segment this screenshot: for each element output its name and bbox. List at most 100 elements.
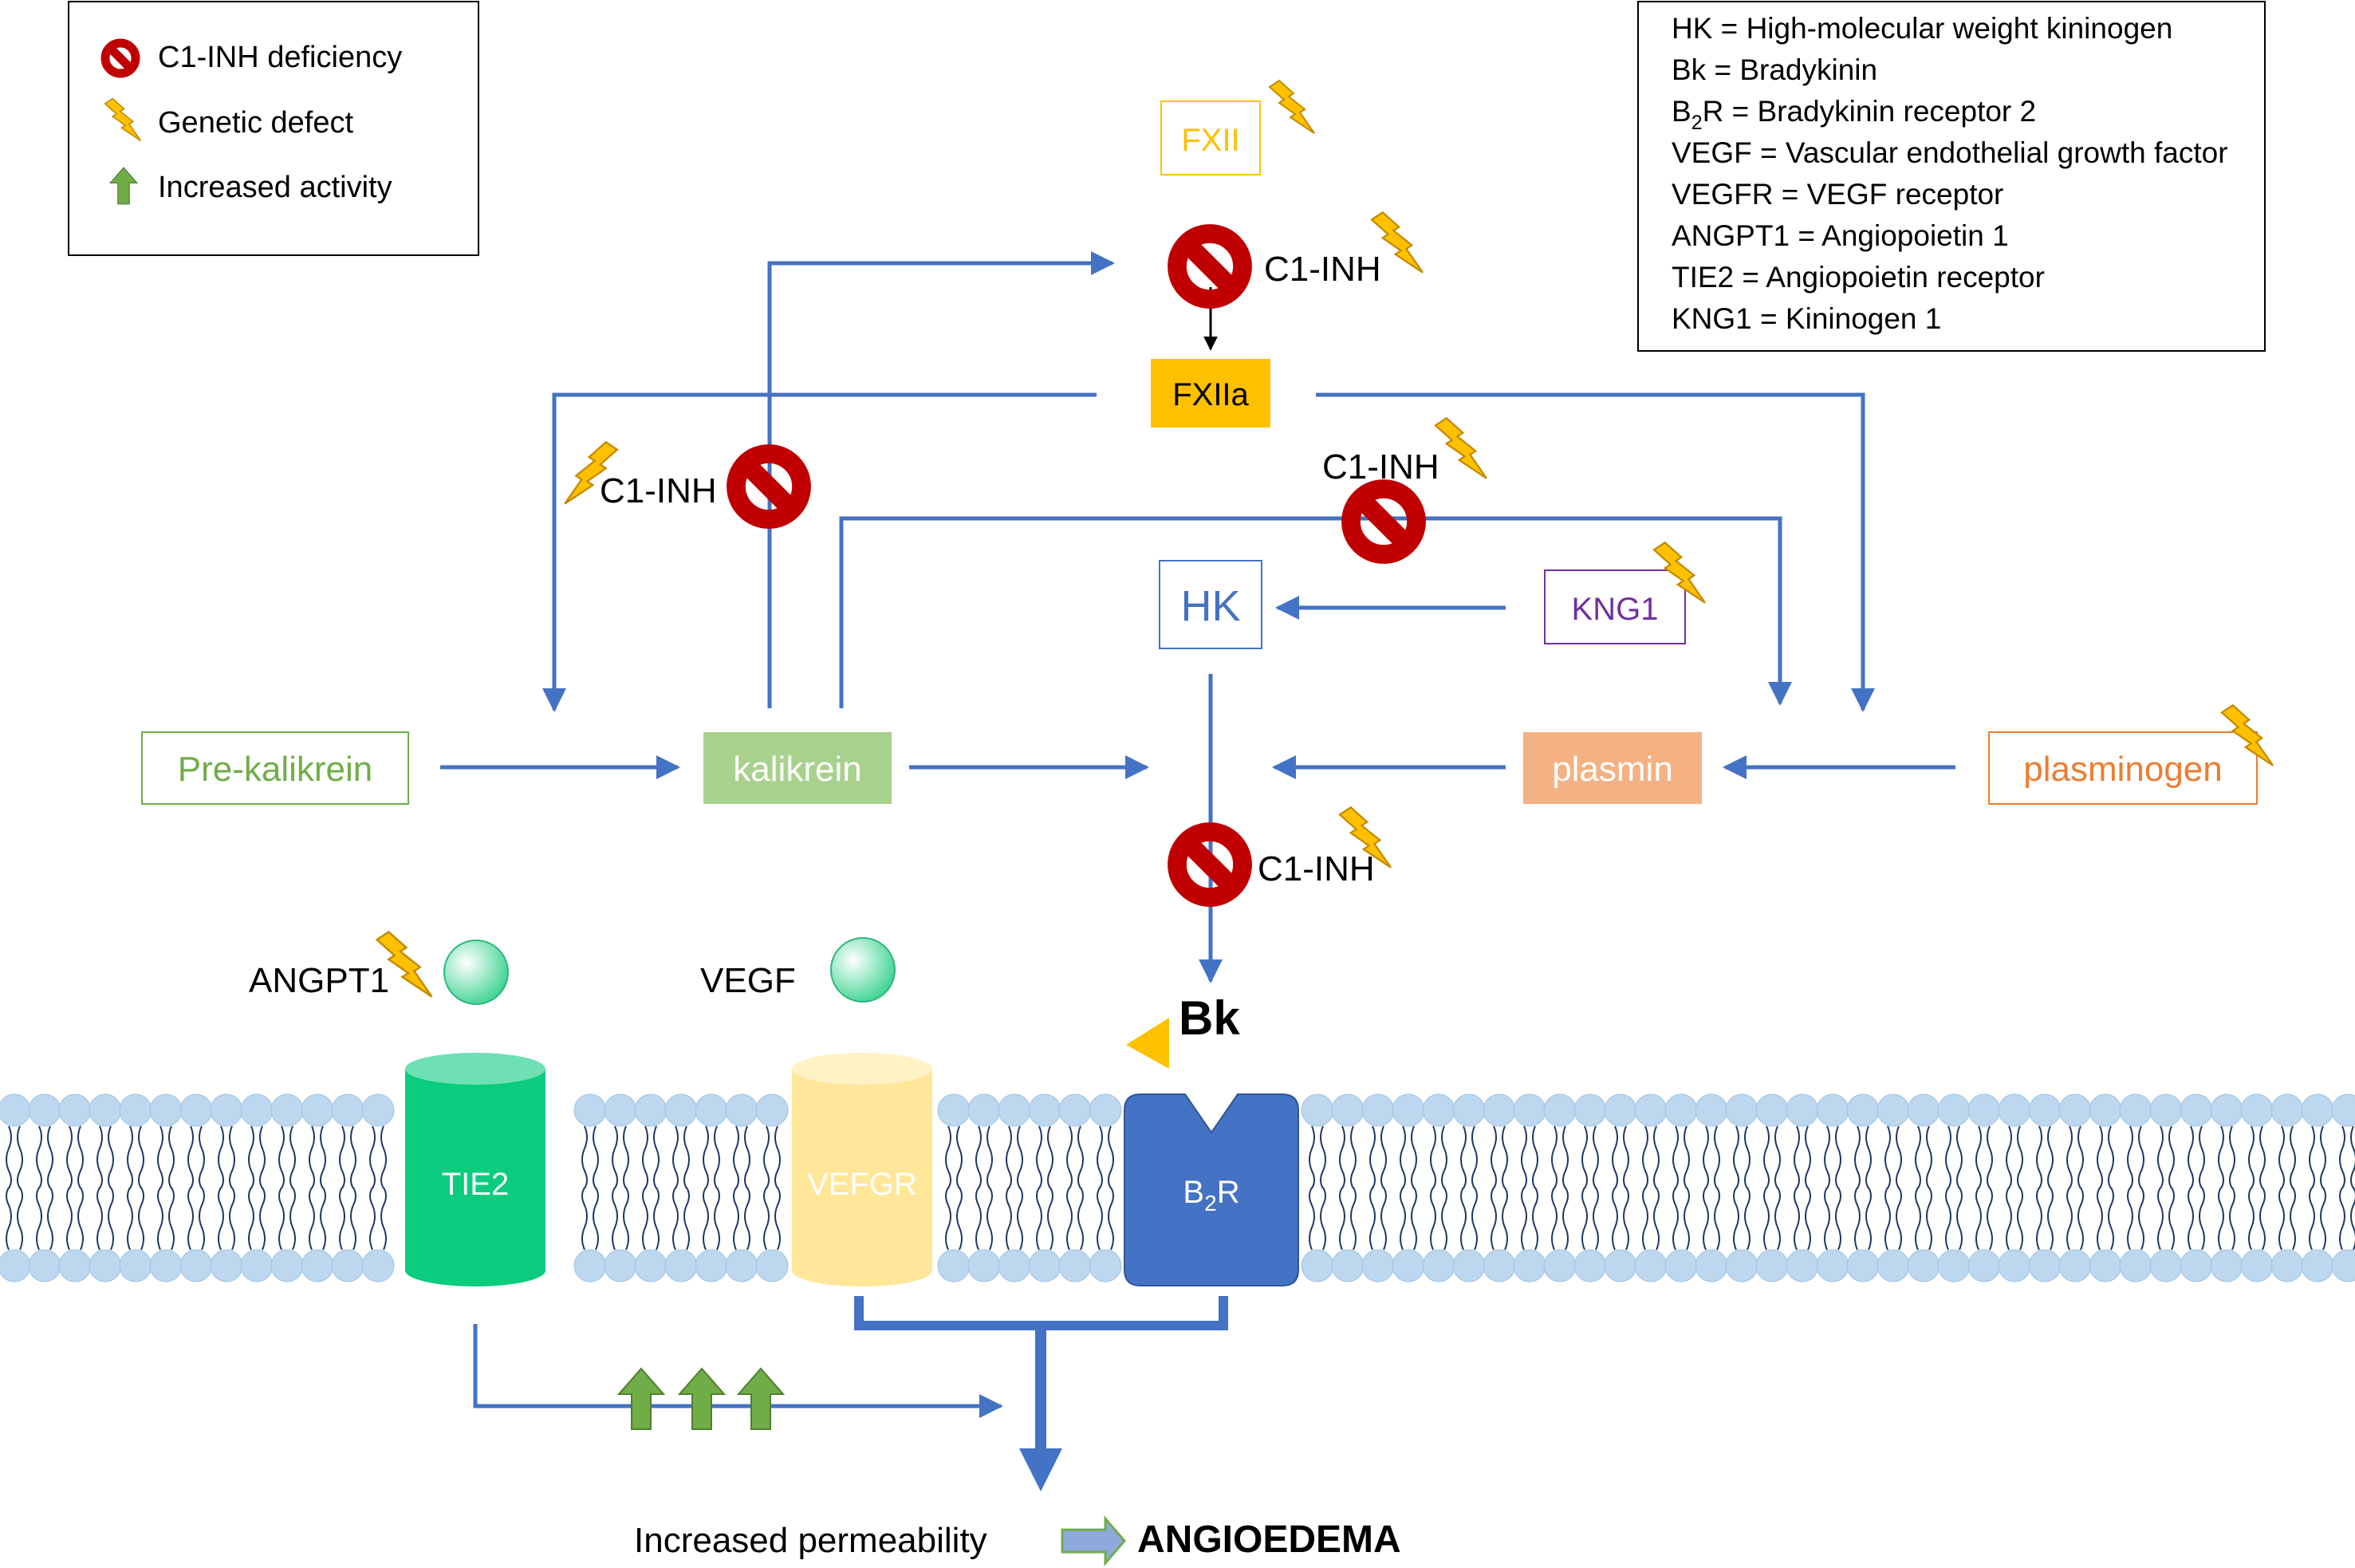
lipid-tail bbox=[1945, 1125, 1951, 1251]
lipid-head bbox=[2210, 1249, 2243, 1282]
lipid-head bbox=[179, 1249, 213, 1282]
legend-item-deficiency: C1-INH deficiency bbox=[105, 41, 402, 74]
lipid-head bbox=[634, 1093, 668, 1127]
lipid-tail bbox=[17, 1125, 23, 1251]
receptor-label: B2R bbox=[1183, 1175, 1239, 1215]
lipid-head bbox=[634, 1249, 668, 1282]
lipid-tail bbox=[1551, 1125, 1558, 1251]
lipid-tail bbox=[1532, 1125, 1538, 1251]
lipid-tail bbox=[1774, 1125, 1781, 1251]
lipid-head bbox=[573, 1093, 607, 1127]
lipid-tail bbox=[2199, 1125, 2205, 1251]
lipid-tail bbox=[47, 1125, 53, 1251]
lipid-head bbox=[1877, 1249, 1910, 1282]
node-kng1: KNG1 bbox=[1544, 569, 1686, 644]
lipid-head bbox=[1846, 1093, 1880, 1127]
lipid-tail bbox=[1491, 1125, 1497, 1251]
lipid-tail bbox=[1339, 1125, 1345, 1251]
lipid-tail bbox=[187, 1125, 194, 1251]
lipid-head bbox=[1695, 1249, 1728, 1282]
lipid-tail bbox=[2218, 1125, 2224, 1251]
node-fxii: FXII bbox=[1160, 100, 1261, 175]
inhibitor-left: C1-INH bbox=[563, 440, 801, 519]
lipid-head bbox=[664, 1249, 698, 1282]
lipid-head bbox=[301, 1093, 334, 1127]
lipid-tail bbox=[744, 1125, 750, 1251]
lipid-head bbox=[89, 1093, 122, 1127]
lipid-tail bbox=[1714, 1125, 1720, 1251]
lipid-tail bbox=[1502, 1125, 1508, 1251]
lipid-tail bbox=[581, 1125, 588, 1251]
lipid-tail bbox=[1926, 1125, 1932, 1251]
ligand-label: ANGPT1 bbox=[249, 961, 389, 1000]
lipid-tail bbox=[1006, 1125, 1012, 1251]
up-arrow-icon bbox=[618, 1368, 664, 1430]
lipid-head bbox=[1786, 1093, 1819, 1127]
lipid-head bbox=[2149, 1093, 2183, 1127]
lipid-head bbox=[1967, 1093, 2001, 1127]
lipid-head bbox=[2119, 1093, 2152, 1127]
lipid-tail bbox=[1471, 1125, 1478, 1251]
lipid-tail bbox=[1854, 1125, 1861, 1251]
lipid-tail bbox=[612, 1125, 618, 1251]
lipid-head bbox=[119, 1249, 152, 1282]
angpt1-molecule bbox=[443, 940, 509, 1005]
lipid-head bbox=[664, 1093, 698, 1127]
lipid-head bbox=[1513, 1249, 1546, 1282]
lipid-tail bbox=[259, 1125, 266, 1251]
lipid-tail bbox=[218, 1125, 224, 1251]
lipid-tail bbox=[763, 1125, 770, 1251]
lipid-head bbox=[1907, 1093, 1940, 1127]
lipid-head bbox=[2331, 1093, 2355, 1127]
lipid-head bbox=[119, 1093, 152, 1127]
arrow-fxiia-to-plasminogen bbox=[1316, 392, 1875, 712]
receptor-label: VEFGR bbox=[807, 1167, 917, 1202]
lipid-head bbox=[1058, 1249, 1092, 1282]
arrow-tie2-to-permeability bbox=[473, 1324, 1003, 1418]
node-kalikrein: kalikrein bbox=[703, 732, 892, 804]
lipid-tail bbox=[2168, 1125, 2175, 1251]
lipid-tail bbox=[96, 1125, 103, 1251]
lipid-head bbox=[0, 1249, 31, 1282]
receptor-label: TIE2 bbox=[442, 1167, 509, 1202]
lipid-tail bbox=[1581, 1125, 1588, 1251]
lipid-tail bbox=[1411, 1125, 1417, 1251]
lipid-head bbox=[301, 1249, 334, 1282]
lipid-tail bbox=[229, 1125, 235, 1251]
legend-label: C1-INH deficiency bbox=[158, 41, 402, 74]
glossary-line: B2R = Bradykinin receptor 2 bbox=[1672, 95, 2036, 134]
glossary-line: Bk = Bradykinin bbox=[1672, 53, 1877, 86]
lipid-tail bbox=[309, 1125, 315, 1251]
lipid-head bbox=[725, 1093, 758, 1127]
downstream-arrows bbox=[473, 1296, 1228, 1452]
lipid-head bbox=[2270, 1093, 2304, 1127]
lipid-head bbox=[1331, 1249, 1365, 1282]
lipid-head bbox=[1695, 1093, 1728, 1127]
lipid-tail bbox=[1460, 1125, 1467, 1251]
lipid-tail bbox=[2350, 1125, 2355, 1251]
inhibitor-label: C1-INH bbox=[1322, 447, 1439, 487]
lipid-head bbox=[1483, 1249, 1516, 1282]
lipid-tail bbox=[1653, 1125, 1660, 1251]
lipid-head bbox=[1604, 1093, 1637, 1127]
lipid-tail bbox=[956, 1125, 963, 1251]
glossary-line: KNG1 = Kininogen 1 bbox=[1672, 302, 1941, 335]
lipid-tail bbox=[945, 1125, 951, 1251]
node-plasminogen: plasminogen bbox=[1988, 731, 2258, 805]
lipid-head bbox=[1725, 1249, 1758, 1282]
lipid-head bbox=[179, 1093, 213, 1127]
lipid-head bbox=[58, 1249, 92, 1282]
ligand-label: VEGF bbox=[700, 961, 796, 1000]
lipid-head bbox=[1816, 1093, 1849, 1127]
lipid-tail bbox=[1794, 1125, 1800, 1251]
lipid-head bbox=[1422, 1093, 1455, 1127]
block-arrow-icon bbox=[1061, 1515, 1126, 1567]
lipid-tail bbox=[1077, 1125, 1084, 1251]
lipid-head bbox=[1573, 1093, 1607, 1127]
lipid-tail bbox=[593, 1125, 599, 1251]
lipid-head bbox=[1634, 1093, 1668, 1127]
lipid-tail bbox=[714, 1125, 720, 1251]
lipid-head bbox=[998, 1093, 1031, 1127]
lipid-head bbox=[1937, 1093, 1971, 1127]
lipid-tail bbox=[1430, 1125, 1436, 1251]
